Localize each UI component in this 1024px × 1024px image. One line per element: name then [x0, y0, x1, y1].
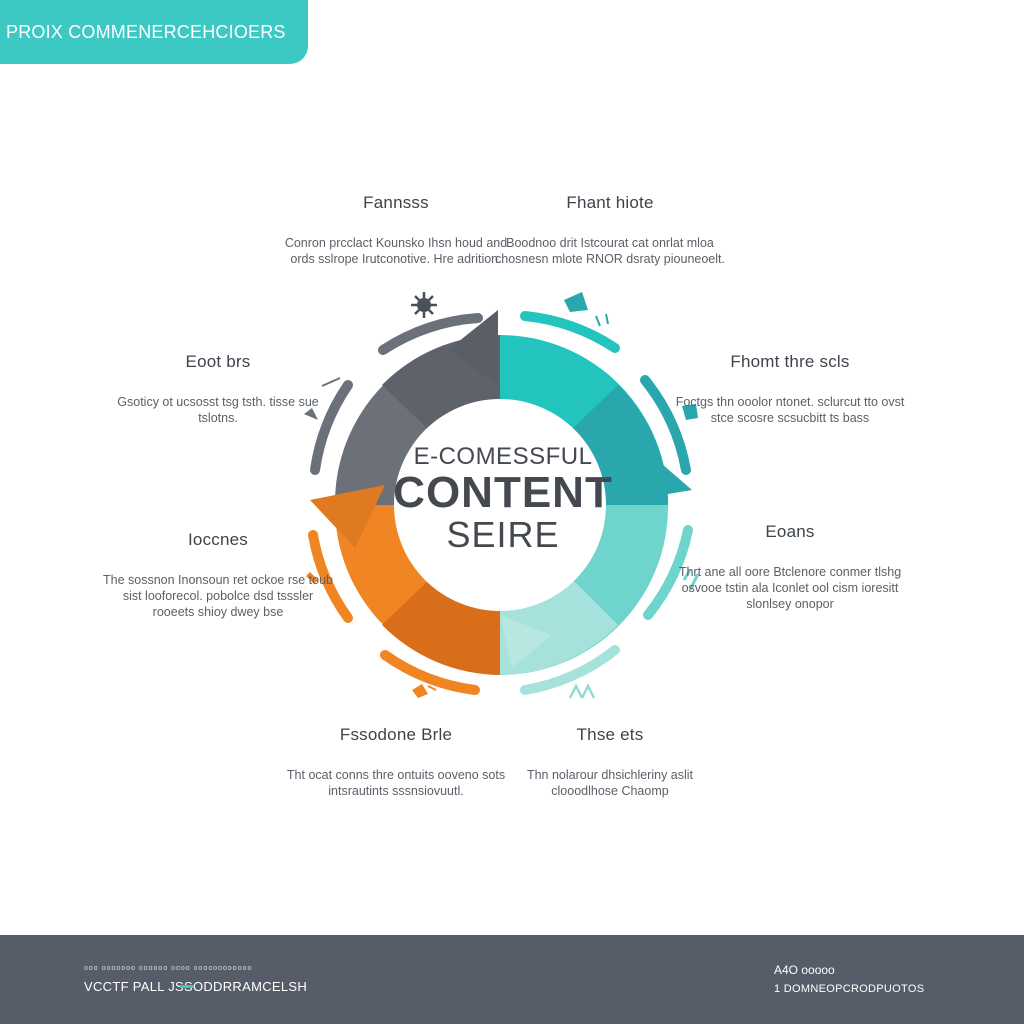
gear-icon — [411, 292, 437, 318]
label-right-upper: Fhomt thre scls Foctgs thn ooolor ntonet… — [675, 352, 905, 426]
label-title: Eoot brs — [185, 352, 251, 371]
label-title: Fannsss — [363, 193, 429, 212]
label-bottom-left: Fssodone Brle Tht ocat conns thre ontuit… — [281, 725, 511, 799]
label-desc: Foctgs thn ooolor ntonet. sclurcut tto o… — [675, 395, 905, 425]
arrow-gray — [448, 310, 498, 385]
footer-left-caption: ooo ooooooo oooooo oooo oooooooooooo — [84, 965, 253, 972]
center-title: E-COMESSFUL CONTENT SEIRE — [393, 443, 613, 555]
megaphone-icon — [564, 292, 609, 327]
header-banner: PROIX COMMENERCEHCIOERS — [0, 0, 308, 64]
outer-arc-7 — [380, 650, 480, 695]
header-title: PROIX COMMENERCEHCIOERS — [6, 21, 286, 42]
label-desc: Gsoticy ot ucsosst tsg tsth. tisse sue t… — [117, 395, 319, 425]
label-right-lower: Eoans Thrt ane all oore Btclenore conmer… — [675, 522, 905, 612]
label-top-left: Fannsss Conron prcclact Kounsko Ihsn hou… — [281, 193, 511, 267]
link-icon — [412, 684, 437, 698]
label-desc: Thn nolarour dhsichleriny aslit clooodlh… — [526, 768, 694, 798]
outer-arc-5 — [643, 525, 693, 620]
label-desc: Boodnoo drit Istcourat cat onrlat mloa c… — [495, 236, 725, 266]
center-line-1: E-COMESSFUL — [413, 443, 593, 470]
arrow-teal — [632, 445, 692, 500]
tag-icon — [304, 377, 341, 420]
footer-right-caption: A4O ooooo — [774, 963, 835, 977]
outer-arc-6 — [520, 645, 620, 695]
pencil-icon — [306, 572, 318, 584]
center-line-2: CONTENT — [393, 468, 613, 517]
outer-arc-2 — [310, 380, 353, 475]
chat-icon — [682, 404, 698, 420]
outer-arc-4 — [640, 375, 691, 475]
label-desc: Conron prcclact Kounsko Ihsn houd and or… — [284, 236, 508, 266]
label-desc: Thrt ane all oore Btclenore conmer tlshg… — [678, 565, 902, 611]
outer-arc-1 — [378, 313, 483, 355]
arrow-pale — [500, 615, 552, 668]
chart-icon — [682, 569, 700, 591]
label-title: Fssodone Brle — [339, 725, 453, 744]
label-title: Fhant hiote — [566, 193, 654, 212]
label-left-lower: Ioccnes The sossnon Inonsoun ret ockoe r… — [103, 530, 333, 620]
label-top-right: Fhant hiote Boodnoo drit Istcourat cat o… — [495, 193, 725, 267]
footer-right-text: 1 DOMNEOPCRODPUOTOS — [774, 983, 925, 995]
arrow-orange — [310, 485, 385, 548]
footer-bar: ooo ooooooo oooooo oooo oooooooooooo VCC… — [0, 935, 1024, 1024]
label-title: Fhomt thre scls — [730, 352, 850, 371]
outer-arc-3 — [520, 311, 620, 353]
label-title: Ioccnes — [188, 530, 248, 549]
label-desc: The sossnon Inonsoun ret ockoe rse toub … — [103, 573, 334, 619]
label-title: Eoans — [765, 522, 815, 541]
label-bottom-right: Thse ets Thn nolarour dhsichleriny aslit… — [495, 725, 725, 799]
label-left-upper: Eoot brs Gsoticy ot ucsosst tsg tsth. ti… — [103, 352, 333, 426]
label-desc: Tht ocat conns thre ontuits ooveno sots … — [286, 768, 506, 798]
label-title: Thse ets — [576, 725, 644, 744]
people-icon — [568, 683, 596, 699]
center-line-3: SEIRE — [446, 514, 560, 555]
footer-left-text: VCCTF PALL JSSODDRRAMCELSH — [84, 979, 308, 994]
outer-arc-8 — [308, 530, 353, 623]
center-circle — [394, 399, 606, 611]
footer-accent — [180, 985, 194, 988]
